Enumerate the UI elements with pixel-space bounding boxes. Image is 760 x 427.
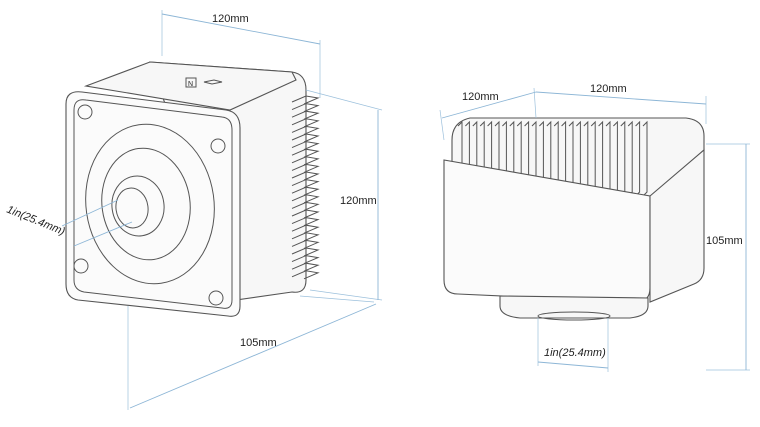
- dim-line-mount-left: [61, 199, 119, 227]
- label-left-top-width: 120mm: [212, 13, 249, 25]
- mount-outer-ring: [85, 123, 215, 285]
- right-dimensions: 120mm 120mm 105mm 1in(25.4mm): [439, 83, 750, 372]
- heatsink-fin: [291, 217, 320, 227]
- heatsink-fin: [291, 95, 320, 105]
- left-camera-view: N: [65, 61, 320, 317]
- heatsink-fin: [291, 194, 320, 204]
- screw-icon: [210, 138, 226, 154]
- left-camera-top: [83, 61, 297, 111]
- label-right-mount: 1in(25.4mm): [544, 347, 606, 359]
- dim-line-right-mount: [537, 361, 609, 369]
- heatsink-fin: [291, 232, 320, 242]
- heatsink-fin: [291, 125, 320, 135]
- right-camera-view: [443, 117, 705, 321]
- heatsink-fin: [291, 133, 320, 143]
- label-left-bottom-depth: 105mm: [240, 337, 277, 349]
- heatsink-fin: [291, 148, 320, 158]
- heatsink-fin: [291, 247, 320, 257]
- label-right-top-depth: 120mm: [462, 91, 499, 103]
- right-lens-mount: [499, 295, 649, 319]
- label-right-top-width: 120mm: [590, 83, 627, 95]
- heatsink-fin: [291, 262, 320, 272]
- heatsink-fin: [291, 239, 320, 249]
- left-heatsink-fins: [291, 95, 320, 280]
- badge-text: N: [188, 81, 193, 88]
- heatsink-fin: [291, 103, 320, 113]
- screw-icon: [208, 290, 224, 306]
- right-camera-side: [649, 148, 705, 303]
- mount-inner-ring: [111, 175, 165, 237]
- heatsink-fin: [291, 179, 320, 189]
- left-front-face: [65, 91, 241, 317]
- dim-line-top-width: [161, 13, 321, 45]
- heatsink-fin: [291, 118, 320, 128]
- heatsink-fin: [291, 156, 320, 166]
- heatsink-fin: [291, 201, 320, 211]
- heatsink-fin: [642, 120, 648, 197]
- label-right-height: 105mm: [706, 235, 743, 247]
- label-left-side-height: 120mm: [340, 195, 377, 207]
- connector-port: [203, 79, 223, 85]
- heatsink-fin: [291, 209, 320, 219]
- heatsink-fin: [291, 141, 320, 151]
- mount-bore: [115, 187, 149, 229]
- heatsink-fin: [291, 255, 320, 265]
- label-left-mount: 1in(25.4mm): [5, 204, 67, 238]
- left-front-face-inner: [73, 99, 233, 309]
- dim-line-bottom-depth: [129, 303, 377, 409]
- heatsink-fin: [291, 163, 320, 173]
- heatsink-fin: [291, 186, 320, 196]
- mount-middle-ring: [101, 147, 191, 261]
- dim-line-right-width: [535, 91, 707, 105]
- heatsink-fin: [291, 270, 320, 280]
- badge-box: [185, 77, 197, 88]
- right-mount-bottom: [537, 311, 611, 321]
- screw-icon: [77, 104, 93, 120]
- heatsink-fin: [291, 110, 320, 120]
- heatsink-fin: [291, 224, 320, 234]
- dim-line-mount-left-b: [73, 221, 133, 247]
- heatsink-fin: [291, 171, 320, 181]
- screw-icon: [73, 258, 89, 274]
- dim-line-right-depth: [441, 91, 537, 119]
